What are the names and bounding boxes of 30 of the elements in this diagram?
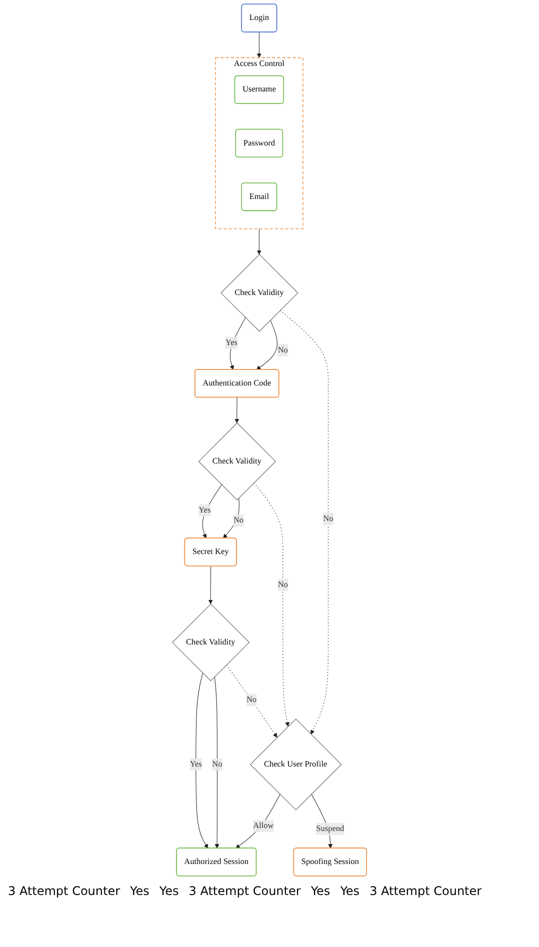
edge-label: No — [323, 512, 334, 526]
note-label: Yes — [130, 884, 150, 898]
edge-label: No — [278, 578, 288, 592]
process-box: Authentication Code — [194, 369, 280, 398]
note-label: 3 Attempt Counter — [370, 884, 482, 898]
process-box: Email — [241, 182, 278, 212]
edge-label: Suspend — [316, 822, 344, 836]
note-label: Yes — [340, 884, 360, 898]
process-box: Password — [235, 128, 284, 158]
note-label: 3 Attempt Counter — [8, 884, 120, 898]
edge-label: No — [278, 344, 288, 357]
edge-label: Yes — [225, 336, 238, 349]
note-label: Yes — [159, 884, 179, 898]
note-label: Yes — [310, 884, 330, 898]
edge-label: No — [212, 758, 222, 771]
process-box: Secret Key — [184, 538, 237, 566]
decision-diamond: Check User Profile — [250, 718, 342, 810]
decision-diamond: Check Validity — [220, 254, 298, 332]
process-box: Username — [234, 75, 284, 104]
edge-label: Yes — [190, 758, 202, 771]
process-box: Spoofing Session — [293, 848, 367, 876]
process-box: Authorized Session — [176, 848, 257, 876]
decision-diamond: Check Validity — [172, 604, 250, 682]
edge-label: No — [246, 694, 257, 706]
edge-label: No — [233, 514, 244, 527]
note-label: 3 Attempt Counter — [188, 884, 301, 898]
decision-diamond: Check Validity — [198, 422, 276, 500]
edge-label: Allow — [253, 820, 274, 832]
process-box: Login — [241, 4, 278, 32]
edge-label: Yes — [198, 504, 211, 517]
